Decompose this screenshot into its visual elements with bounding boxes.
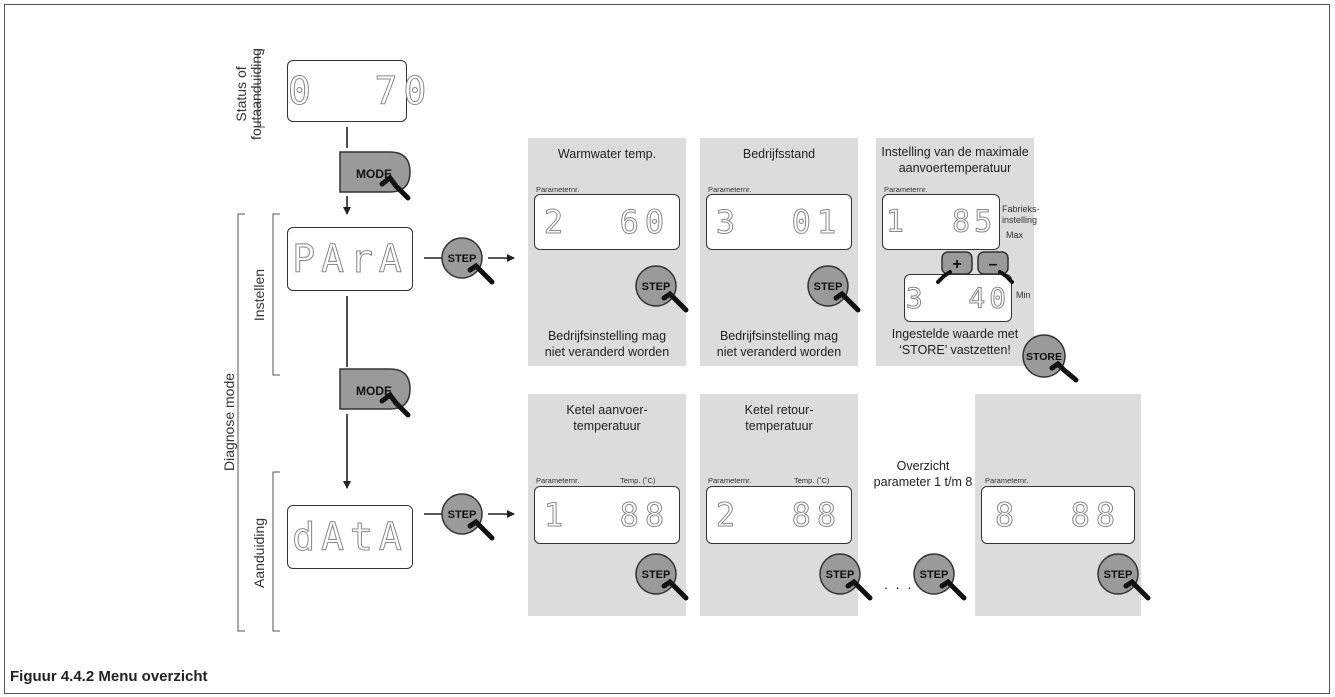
instellen-label: Instellen bbox=[251, 268, 267, 322]
status-display: 0 70 bbox=[287, 60, 427, 122]
step-button-data[interactable]: STEP bbox=[440, 492, 500, 548]
step-button-ellipsis[interactable]: STEP bbox=[912, 552, 972, 608]
step-button-warmwater[interactable]: STEP bbox=[634, 264, 694, 320]
aanduiding-label: Aanduiding bbox=[251, 517, 267, 589]
panel-title: Warmwater temp. bbox=[557, 147, 657, 161]
data-display: dAtA bbox=[287, 505, 413, 569]
svg-text:STEP: STEP bbox=[814, 281, 843, 293]
svg-text:MODE: MODE bbox=[356, 167, 392, 181]
svg-text:STEP: STEP bbox=[642, 569, 671, 581]
factory-label: Fabrieks-instelling bbox=[1002, 204, 1040, 225]
step-button-ketel-aanvoer[interactable]: STEP bbox=[634, 552, 694, 608]
svg-text:STEP: STEP bbox=[1104, 569, 1133, 581]
step-button-para[interactable]: STEP bbox=[440, 236, 500, 292]
panel-bedrijfsstand: Bedrijfsstand Parameternr. 3 01 Bedrijfs… bbox=[700, 138, 858, 366]
param-label: Parameternr. bbox=[536, 185, 580, 194]
svg-text:STEP: STEP bbox=[448, 253, 477, 265]
svg-text:STEP: STEP bbox=[826, 569, 855, 581]
figure-caption: Figuur 4.4.2 Menu overzicht bbox=[10, 668, 208, 685]
param-label: Parameternr. bbox=[536, 476, 580, 485]
param-label: Parameternr. bbox=[708, 476, 752, 485]
min-display: 3 40 bbox=[904, 274, 1012, 322]
step-button-ketel-retour[interactable]: STEP bbox=[818, 552, 878, 608]
max-display: 1 85 bbox=[882, 194, 1000, 250]
figure-frame bbox=[4, 4, 1330, 694]
bedrijfsstand-display: 3 01 bbox=[706, 194, 852, 250]
panel-title: Bedrijfsstand bbox=[742, 147, 816, 161]
mode-button[interactable]: MODE bbox=[338, 150, 418, 210]
warmwater-display: 2 60 bbox=[534, 194, 680, 250]
step-button-param8[interactable]: STEP bbox=[1096, 552, 1156, 608]
svg-text:STEP: STEP bbox=[920, 569, 949, 581]
min-label: Min bbox=[1016, 290, 1031, 300]
panel-warmwater: Warmwater temp. Parameternr. 2 60 Bedrij… bbox=[528, 138, 686, 366]
svg-text:MODE: MODE bbox=[356, 384, 392, 398]
para-display: PArA bbox=[287, 227, 413, 291]
ketel-retour-display: 2 88 bbox=[706, 486, 852, 544]
panel-title: Ketel retour-temperatuur bbox=[744, 403, 814, 433]
minus-button[interactable]: – bbox=[976, 250, 1020, 284]
step-button-bedrijfsstand[interactable]: STEP bbox=[806, 264, 866, 320]
svg-text:–: – bbox=[989, 256, 998, 273]
temp-label: Temp. (˚C) bbox=[620, 476, 656, 485]
panel-note: Ingestelde waarde met‘STORE’ vastzetten! bbox=[891, 327, 1019, 357]
diagnose-mode-label: Diagnose mode bbox=[221, 372, 237, 472]
panel-title: Ketel aanvoer-temperatuur bbox=[566, 403, 648, 433]
svg-text:STORE: STORE bbox=[1026, 351, 1062, 363]
param-label: Parameternr. bbox=[708, 185, 752, 194]
mode-button-2[interactable]: MODE bbox=[338, 367, 418, 427]
temp-label: Temp. (˚C) bbox=[794, 476, 830, 485]
param-label: Parameternr. bbox=[884, 185, 928, 194]
svg-text:+: + bbox=[952, 256, 961, 273]
param8-display: 8 88 bbox=[981, 486, 1135, 544]
max-label: Max bbox=[1006, 230, 1024, 240]
ellipsis: . . . bbox=[884, 576, 914, 592]
ketel-aanvoer-display: 1 88 bbox=[534, 486, 680, 544]
store-button[interactable]: STORE bbox=[1020, 334, 1086, 394]
svg-text:STEP: STEP bbox=[448, 509, 477, 521]
plus-button[interactable]: + bbox=[936, 250, 976, 284]
svg-text:STEP: STEP bbox=[642, 281, 671, 293]
param-label: Parameternr. bbox=[985, 476, 1029, 485]
